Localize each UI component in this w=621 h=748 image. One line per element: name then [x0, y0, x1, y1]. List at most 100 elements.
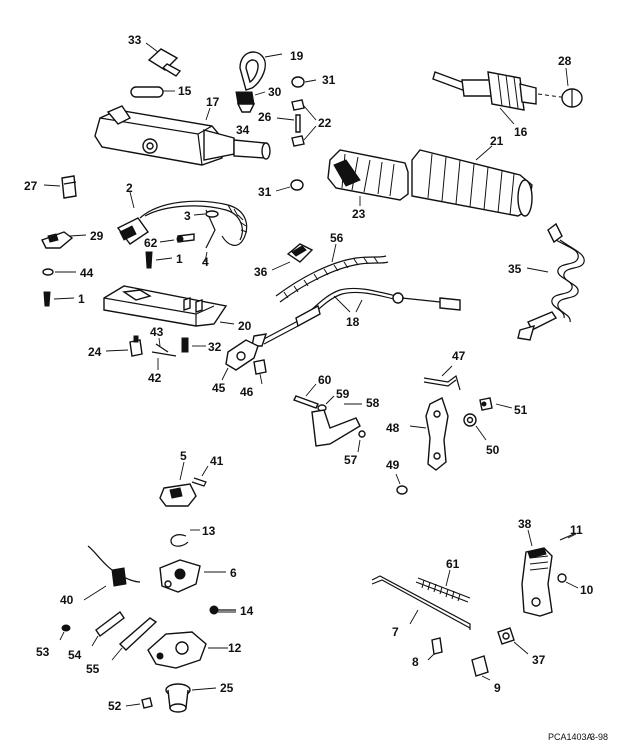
part-51-screw	[479, 397, 513, 411]
part-57-nut	[357, 430, 366, 453]
part-60-screw	[293, 383, 319, 409]
part-36-connector	[271, 243, 314, 271]
part-11-pin	[559, 533, 577, 541]
callout-50: 50	[486, 443, 500, 457]
callout-24: 24	[88, 345, 102, 359]
callout-1: 1	[176, 252, 183, 266]
part-42-clip	[151, 351, 177, 370]
callout-59: 59	[336, 387, 350, 401]
callout-labels: 33 19 15 30 31 28 17 34 26 22 16 21 27 2…	[24, 33, 594, 713]
part-29-bracket	[41, 231, 87, 249]
callout-44: 44	[80, 266, 94, 280]
callout-22: 22	[318, 116, 332, 130]
part-7-rod	[371, 575, 471, 630]
callout-17: 17	[206, 95, 220, 109]
part-5-connector	[159, 461, 197, 507]
part-43-pin	[155, 337, 169, 353]
part-17-handle-bracket	[94, 105, 271, 166]
callout-19: 19	[290, 49, 304, 63]
part-41-clip	[191, 465, 209, 487]
callout-3: 3	[184, 209, 191, 223]
part-31-nut-lower	[275, 179, 304, 192]
callout-51: 51	[514, 403, 528, 417]
part-26-pin	[276, 114, 301, 133]
part-15-pin	[130, 86, 175, 98]
part-9-pin	[471, 655, 491, 681]
part-59-washer	[317, 395, 335, 412]
callout-10: 10	[580, 583, 594, 597]
callout-16: 16	[514, 125, 528, 139]
callout-61: 61	[446, 557, 460, 571]
part-62-screw	[159, 233, 195, 243]
part-1-screw-lower	[43, 291, 75, 307]
part-30-cap	[235, 91, 266, 113]
callout-15: 15	[178, 84, 192, 98]
callout-48: 48	[386, 421, 400, 435]
part-58-bracket	[311, 403, 362, 447]
part-22-nuts	[291, 99, 317, 147]
part-32-screw	[181, 337, 206, 353]
part-33-bolt	[145, 42, 182, 77]
callout-41: 41	[210, 454, 224, 468]
part-12-housing	[147, 631, 228, 669]
callout-38: 38	[518, 517, 532, 531]
part-16-throttle-shaft	[432, 71, 569, 125]
callout-18: 18	[346, 315, 360, 329]
part-38-grip-lever	[521, 529, 553, 617]
callout-27: 27	[24, 179, 38, 193]
part-45-lever	[221, 339, 259, 381]
callout-43: 43	[150, 325, 164, 339]
part-28-cap	[561, 67, 583, 108]
part-46-screw	[253, 359, 267, 385]
part-25-bushing	[165, 683, 217, 713]
part-3-clip	[193, 210, 219, 218]
callout-52: 52	[108, 699, 122, 713]
callout-55: 55	[86, 662, 100, 676]
part-52-nut	[125, 697, 153, 709]
callout-8: 8	[412, 655, 419, 669]
callout-7: 7	[392, 625, 399, 639]
part-50-washer	[463, 413, 487, 441]
part-2-stop-switch	[116, 191, 248, 246]
part-54-plate	[91, 610, 125, 647]
callout-21: 21	[490, 134, 504, 148]
part-37-nut	[497, 627, 529, 655]
callout-6: 6	[230, 566, 237, 580]
part-6-cam	[159, 559, 226, 593]
figure-footer: PCA1403A 3-98	[548, 732, 608, 742]
callout-29: 29	[90, 229, 104, 243]
part-53-screw	[59, 624, 71, 641]
callout-1: 1	[78, 292, 85, 306]
callout-25: 25	[220, 681, 234, 695]
part-35-lanyard	[517, 222, 585, 341]
callout-57: 57	[344, 453, 358, 467]
callout-30: 30	[268, 85, 282, 99]
callout-54: 54	[68, 648, 82, 662]
callout-28: 28	[558, 54, 572, 68]
callout-36: 36	[254, 265, 268, 279]
callout-31: 31	[322, 73, 336, 87]
callout-20: 20	[238, 319, 252, 333]
callout-5: 5	[180, 449, 187, 463]
part-24-sensor	[105, 335, 143, 357]
part-47-link-rod	[423, 365, 461, 391]
callout-45: 45	[212, 381, 226, 395]
callout-40: 40	[60, 593, 74, 607]
part-23-inner-grip	[327, 149, 409, 206]
part-10-nut	[557, 573, 579, 589]
part-31-nut	[291, 76, 317, 88]
figure-code: PCA1403A	[548, 732, 593, 742]
part-44-washer	[42, 268, 76, 276]
callout-14: 14	[240, 604, 254, 618]
part-14-screw	[209, 605, 236, 615]
callout-31: 31	[258, 185, 272, 199]
part-40-wire	[83, 545, 141, 601]
callout-32: 32	[208, 340, 222, 354]
part-48-lever-arm	[409, 397, 449, 471]
part-19-ring	[239, 51, 283, 91]
callout-11: 11	[570, 523, 583, 537]
callout-37: 37	[532, 653, 546, 667]
callout-56: 56	[330, 231, 344, 245]
callout-62: 62	[144, 236, 158, 250]
